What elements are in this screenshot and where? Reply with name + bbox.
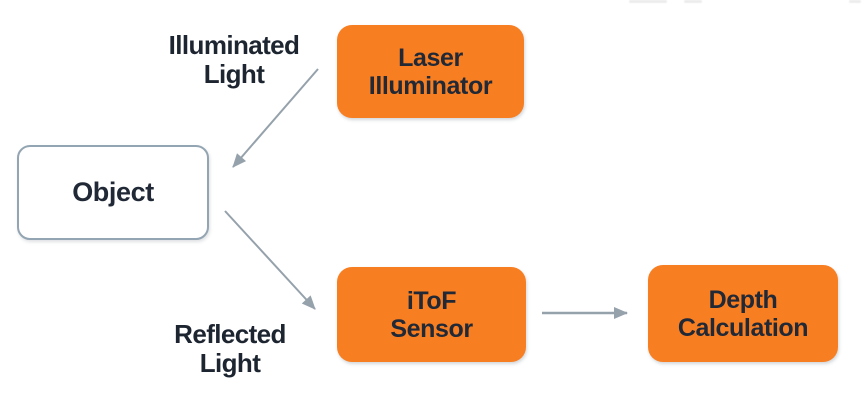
itof-sensor-label-line2: Sensor	[390, 314, 473, 343]
reflected-light-label: Reflected Light	[130, 320, 330, 378]
cropped-text-artifact	[849, 0, 861, 3]
depth-calculation-label-line1: Depth	[708, 285, 778, 314]
cropped-text-artifact	[684, 0, 702, 3]
illuminated-light-label: Illuminated Light	[134, 31, 334, 89]
itof-sensor-node: iToF Sensor	[337, 267, 526, 362]
laser-illuminator-node: Laser Illuminator	[337, 25, 524, 118]
depth-calculation-node: Depth Calculation	[648, 265, 838, 362]
object-label: Object	[72, 177, 154, 207]
illuminated-light-label-line2: Light	[203, 59, 265, 89]
illuminated-light-label-line1: Illuminated	[168, 30, 300, 60]
reflected-light-label-line1: Reflected	[174, 319, 286, 349]
laser-illuminator-label-line2: Illuminator	[368, 71, 493, 100]
laser-illuminator-label-line1: Laser	[398, 43, 463, 72]
itof-sensor-label-line1: iToF	[406, 286, 457, 315]
object-node: Object	[17, 145, 209, 240]
reflected-light-arrow	[224, 210, 316, 310]
reflected-light-label-line2: Light	[199, 348, 261, 378]
depth-calculation-label-line2: Calculation	[677, 313, 809, 342]
cropped-text-artifact	[629, 0, 667, 3]
